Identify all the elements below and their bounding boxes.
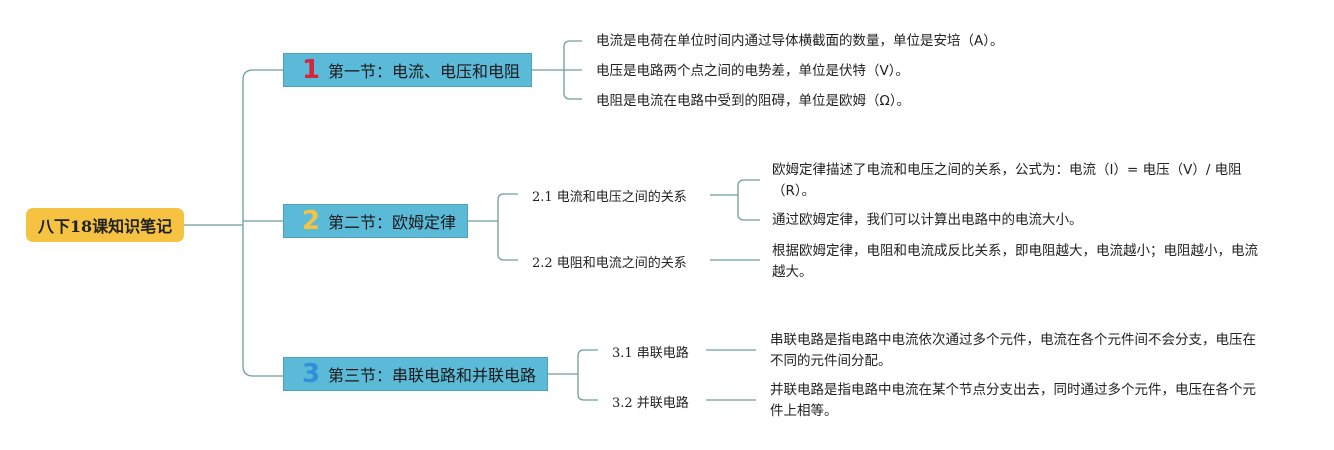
section-3-node[interactable]: 3 第三节：串联电路和并联电路 <box>283 357 548 391</box>
root-title: 八下18课知识笔记 <box>37 217 173 236</box>
section-2-sub-1-note-2: 通过欧姆定律，我们可以计算出电路中的电流大小。 <box>772 212 1083 228</box>
section-3-sub-1-title[interactable]: 3.1 串联电路 <box>612 346 689 361</box>
section-1-title: 第一节：电流、电压和电阻 <box>328 62 521 81</box>
section-3-title: 第三节：串联电路和并联电路 <box>328 366 537 385</box>
trunk-connector <box>242 69 283 377</box>
s3-subs-connector <box>577 349 598 401</box>
section-3-sub-1-note-1: 串联电路是指电路中电流依次通过多个元件，电流在各个元件间不会分支，电压在不同的元… <box>770 332 1256 369</box>
section-2-sub-2-note-1: 根据欧姆定律，电阻和电流成反比关系，即电阻越大，电流越小；电阻越小，电流越大。 <box>772 243 1258 280</box>
section-3-badge: 3 <box>302 359 321 389</box>
section-2-sub-1-title[interactable]: 2.1 电流和电压之间的关系 <box>532 190 687 205</box>
section-1-note-2: 电压是电路两个点之间的电势差，单位是伏特（V）。 <box>596 63 909 79</box>
section-3-sub-2-title[interactable]: 3.2 并联电路 <box>612 396 689 411</box>
section-1-node[interactable]: 1 第一节：电流、电压和电阻 <box>283 53 532 87</box>
section-2-badge: 2 <box>302 206 321 236</box>
section-2-title: 第二节：欧姆定律 <box>328 213 457 232</box>
section-2-node[interactable]: 2 第二节：欧姆定律 <box>283 204 468 238</box>
s2-subs-connector <box>497 193 518 261</box>
section-1-note-1: 电流是电荷在单位时间内通过导体横截面的数量，单位是安培（A）。 <box>596 33 1004 49</box>
section-2-sub-2-title[interactable]: 2.2 电阻和电流之间的关系 <box>532 256 687 271</box>
root-node[interactable]: 八下18课知识笔记 <box>26 208 184 242</box>
section-1-note-3: 电阻是电流在电路中受到的阻碍，单位是欧姆（Ω）。 <box>596 93 911 109</box>
section-1-badge: 1 <box>302 55 321 85</box>
section-3-sub-2-note-1: 并联电路是指电路中电流在某个节点分支出去，同时通过多个元件，电压在各个元件上相等… <box>770 382 1256 419</box>
s2-1-notes-connector <box>737 179 760 221</box>
section-2-sub-1-note-1: 欧姆定律描述了电流和电压之间的关系，公式为：电流（I）= 电压（V）/ 电阻（R… <box>772 162 1242 199</box>
